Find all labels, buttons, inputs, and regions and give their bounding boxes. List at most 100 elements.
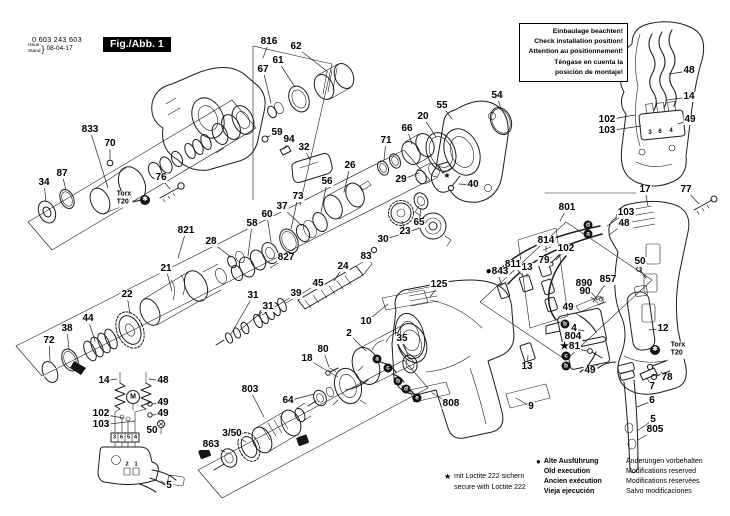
part-label: 58 [245, 218, 259, 229]
clutch-parts-group [230, 180, 372, 282]
schematic-text: 6 [658, 129, 662, 135]
part-label: 66 [400, 123, 414, 134]
schematic-text: 2 [125, 460, 129, 467]
wire-marker-c: c [383, 363, 393, 373]
issue-line-en: Issue [28, 43, 40, 48]
part-label: 808 [441, 398, 461, 409]
part-label: 103 [616, 207, 636, 218]
part-label: 102 [91, 408, 111, 419]
note-line: Check installation position! [534, 38, 623, 46]
part-label: 29 [394, 174, 408, 185]
part-label: 833 [80, 124, 100, 135]
part-label: 821 [176, 225, 196, 236]
part-label: 23 [398, 226, 412, 237]
wiring-schematic [70, 361, 185, 493]
part-label: 70 [103, 138, 117, 149]
part-label: 5 [165, 480, 173, 491]
note-line: Modifications réservées [626, 478, 700, 486]
part-label: 6 [648, 395, 656, 406]
part-label: ★81 [558, 341, 582, 352]
schematic-text: 4 [133, 433, 138, 440]
loctite-star-marker: ★ [443, 171, 451, 180]
issue-label: Issue Stand [28, 43, 41, 54]
part-label: 5 [649, 414, 657, 425]
note-line: mit Loctite 222 sichern [454, 473, 525, 480]
wire-marker-a: a [372, 354, 382, 364]
note-line: Ancien exécution [543, 478, 602, 486]
schematic-text: 3 [112, 433, 117, 440]
part-label: 801 [557, 202, 577, 213]
part-label: 4 [570, 323, 578, 334]
torx-screw-icon: ✱ [140, 195, 150, 205]
wire-marker-b: b [393, 376, 403, 386]
wire-marker-b: b [561, 361, 571, 371]
part-label: 2 [345, 328, 353, 339]
wire-marker-d: d [583, 220, 593, 230]
part-label: 56 [320, 176, 334, 187]
part-label: 65 [412, 217, 426, 228]
part-label: 804 [563, 331, 583, 342]
wire-marker-e: e [412, 393, 422, 403]
part-label: 49 [583, 365, 597, 376]
part-label: 39 [289, 288, 303, 299]
part-label: 48 [617, 218, 631, 229]
part-label: 94 [282, 134, 296, 145]
note-line: Modifications reserved [626, 468, 697, 476]
part-label: 87 [55, 168, 69, 179]
part-label: 40 [466, 179, 480, 190]
part-label: 49 [156, 408, 170, 419]
part-label: 44 [81, 313, 95, 324]
torx-line2: T20 [116, 199, 129, 206]
part-label: 64 [281, 395, 295, 406]
part-label: 13 [520, 361, 534, 372]
part-label: 12 [656, 323, 670, 334]
part-label: 17 [638, 184, 652, 195]
part-label: 49 [683, 114, 697, 125]
ring-gear-parts-group [261, 63, 355, 183]
part-label: 48 [682, 65, 696, 76]
part-label: 827 [276, 252, 296, 263]
part-label: 61 [271, 55, 285, 66]
part-label: 22 [120, 289, 134, 300]
part-label: 37 [275, 201, 289, 212]
wire-marker-b: b [560, 319, 570, 329]
part-label: 90 [578, 286, 592, 297]
schematic-text: 3 [648, 130, 652, 136]
part-label: 35 [395, 333, 409, 344]
part-label: 811 [503, 259, 523, 270]
part-label: 31 [246, 290, 260, 301]
schematic-text: 1 [134, 460, 138, 467]
part-label: ●843 [484, 266, 510, 277]
part-label: 102 [556, 243, 576, 254]
schematic-text: 6 [119, 433, 124, 440]
part-label: 45 [311, 278, 325, 289]
figure-label: Fig./Abb. 1 [103, 37, 171, 52]
part-label: 59 [270, 127, 284, 138]
handle-housing-group [608, 195, 718, 395]
part-label: 103 [597, 125, 617, 136]
note-line: Téngase en cuenta la [554, 58, 623, 66]
part-label: 80 [316, 344, 330, 355]
note-line: Alte Ausführung [543, 458, 599, 465]
part-label: 71 [379, 135, 393, 146]
old-execution-bullet: ● [536, 457, 541, 466]
part-label: 26 [343, 160, 357, 171]
part-label: 72 [42, 335, 56, 346]
part-label: 103 [91, 419, 111, 430]
torx-line1: Torx [670, 341, 686, 349]
part-label: 24 [336, 261, 350, 272]
schematic-text: 5 [126, 433, 131, 440]
part-label: 48 [156, 375, 170, 386]
part-label: 816 [259, 36, 279, 47]
part-label: 62 [289, 41, 303, 52]
part-label: 14 [682, 91, 696, 102]
part-label: 21 [159, 263, 173, 274]
part-label: 857 [598, 274, 618, 285]
part-label: 7 [648, 381, 656, 392]
part-label: 49 [156, 397, 170, 408]
